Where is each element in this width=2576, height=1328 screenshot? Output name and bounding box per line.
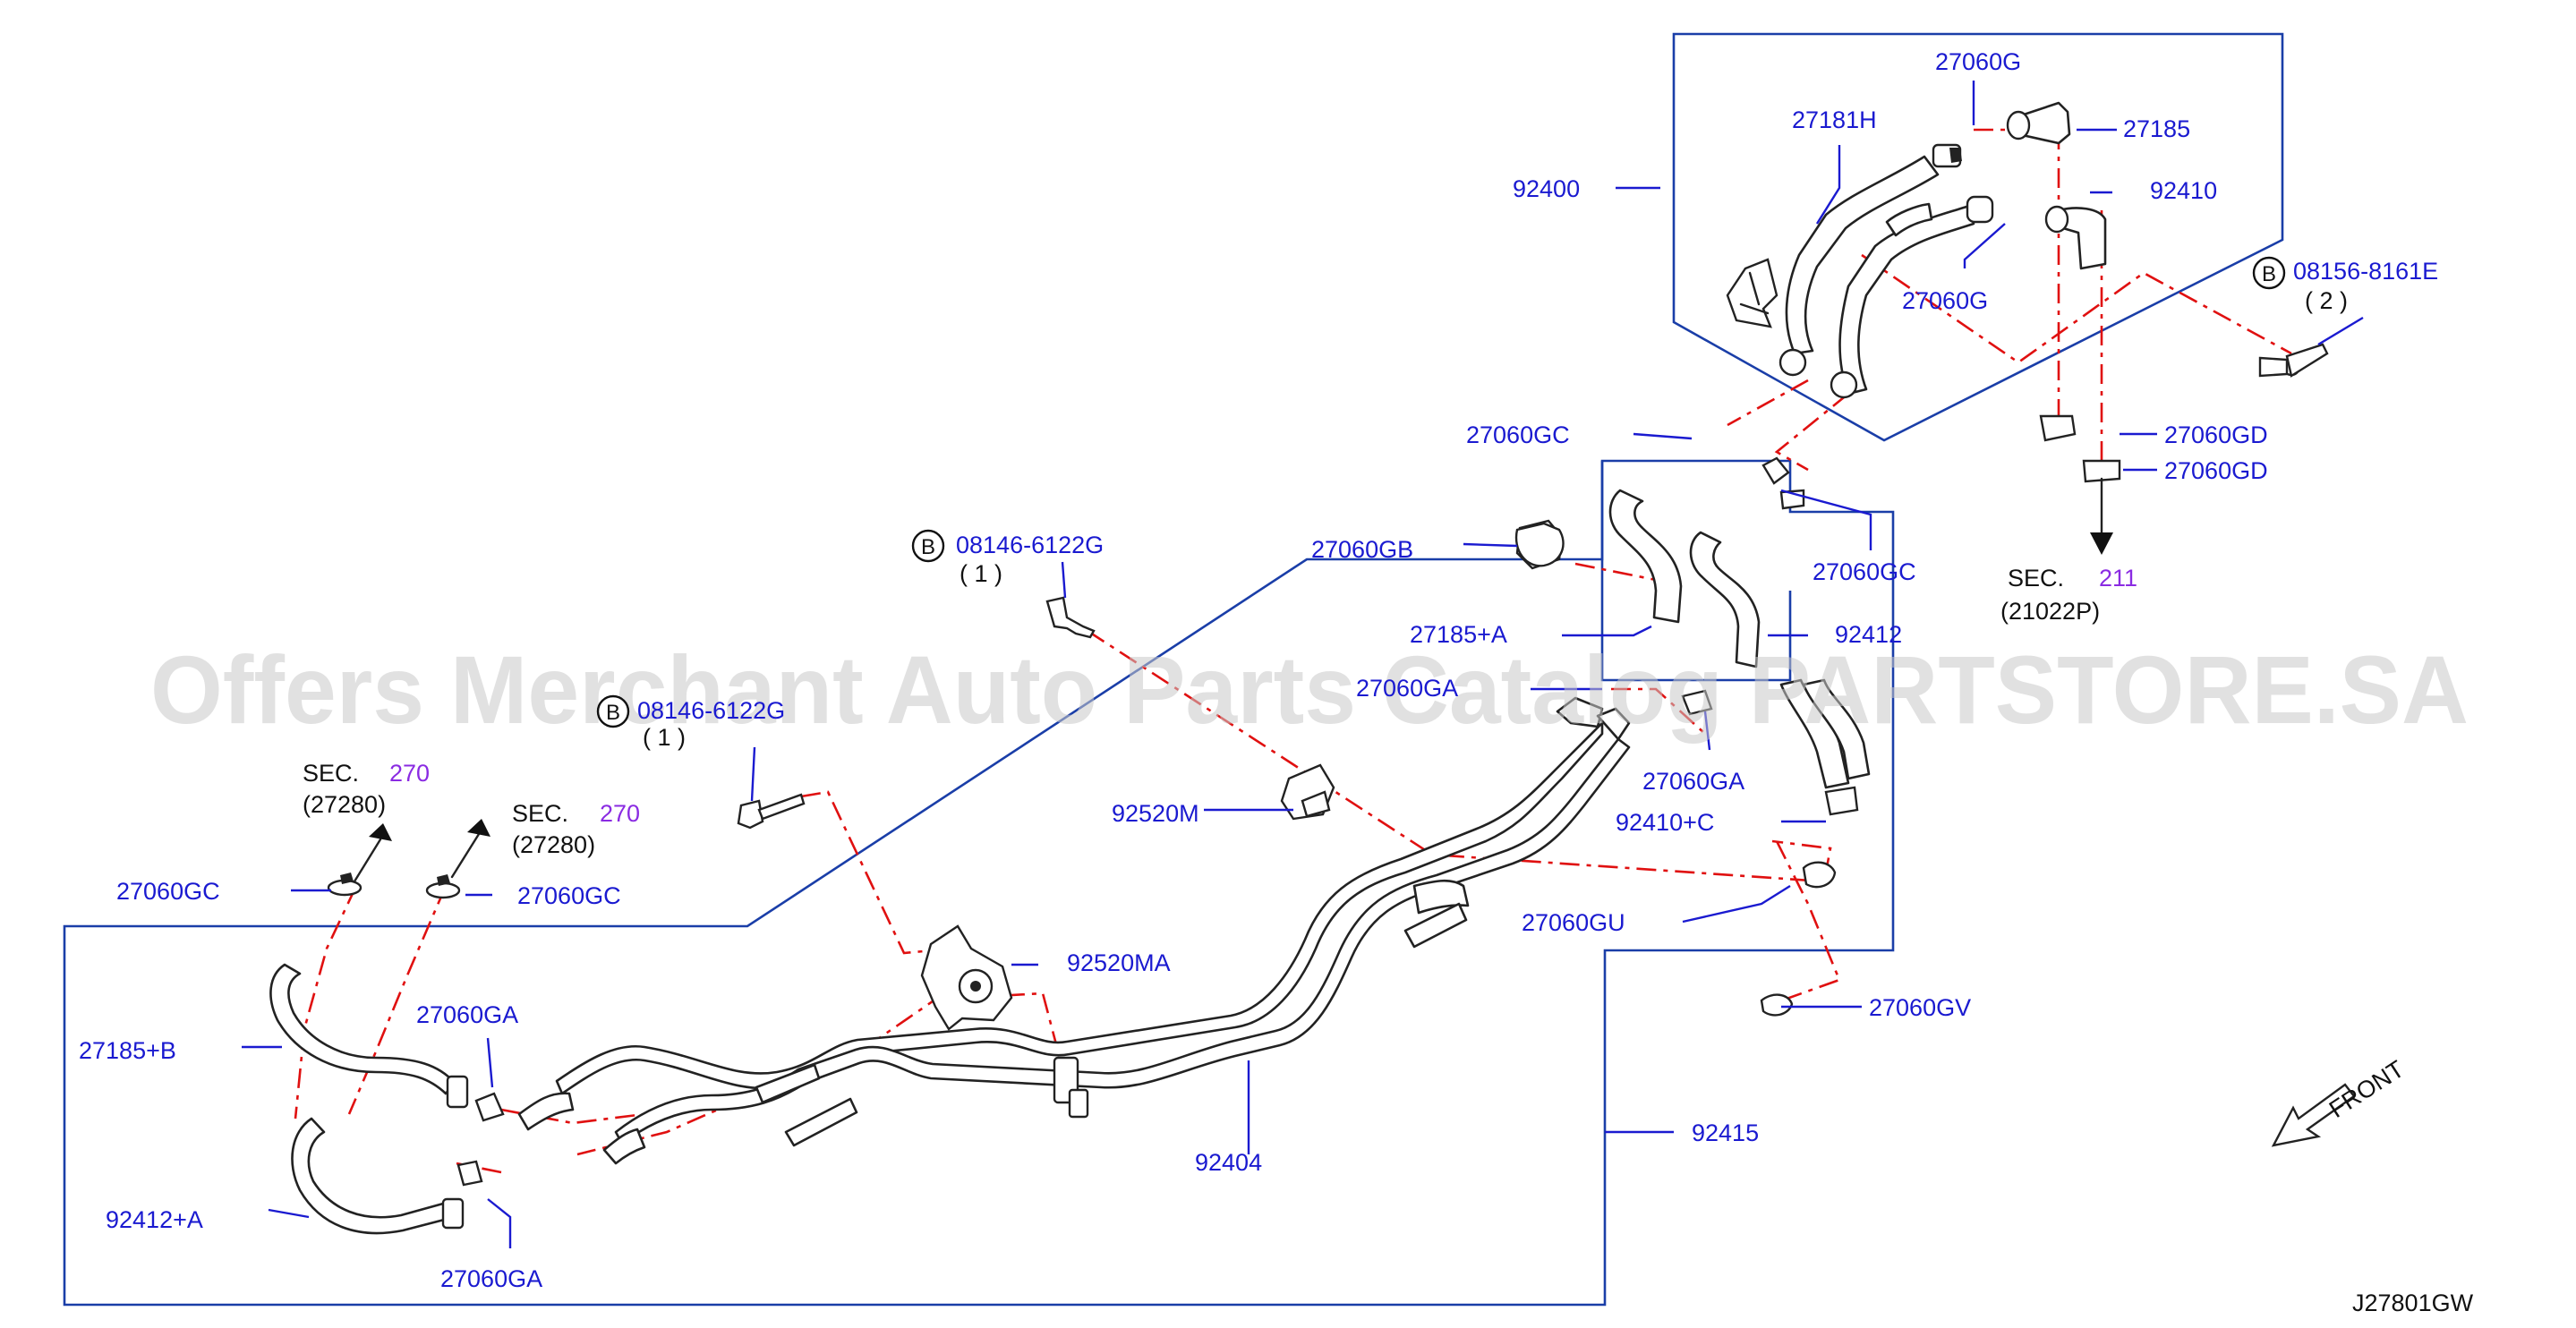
b-circle-6122-upper [911, 529, 945, 563]
label-sec270a-code: (27280) [303, 791, 386, 818]
label-27181h[interactable]: 27181H [1792, 106, 1877, 133]
clamp-27060gb [1514, 522, 1565, 567]
label-27185a[interactable]: 27185+A [1410, 621, 1507, 648]
label-27060gu[interactable]: 27060GU [1522, 909, 1625, 936]
label-27060gv[interactable]: 27060GV [1869, 994, 1971, 1021]
label-92415[interactable]: 92415 [1692, 1119, 1759, 1146]
hose-92404 [517, 696, 1631, 1165]
group-frames [63, 32, 2284, 1307]
bolt-6122-upper [1045, 596, 1096, 639]
bolt-8161 [2285, 343, 2329, 378]
fasteners [737, 343, 2329, 1031]
label-92520ma[interactable]: 92520MA [1067, 949, 1171, 976]
part-labels: 27060G 27181H 27185 92400 92410 27060G B… [79, 48, 2438, 1292]
watermark: Offers Merchant Auto Parts Catalog PARTS… [150, 635, 2469, 744]
label-27060gc-left1[interactable]: 27060GC [116, 878, 220, 905]
label-sec270a-num: 270 [389, 760, 430, 787]
label-sec211-num: 211 [2099, 565, 2137, 592]
direction-arrows [353, 477, 2356, 1147]
hose-92412 [1403, 456, 1871, 1017]
label-sec211-prefix: SEC. [2008, 565, 2064, 592]
label-sec270a-prefix: SEC. [303, 760, 359, 787]
assembly-lines [294, 128, 2292, 1174]
label-27185b[interactable]: 27185+B [79, 1037, 176, 1064]
label-27060ga-right[interactable]: 27060GA [1642, 768, 1744, 795]
label-27060g-mid[interactable]: 27060G [1902, 287, 1988, 314]
b-circle-8161-text: B [2262, 262, 2276, 286]
label-92412a[interactable]: 92412+A [106, 1206, 203, 1233]
hose-92400 [1726, 101, 2301, 483]
leader-lines [242, 81, 2364, 1248]
label-27060g-top[interactable]: 27060G [1935, 48, 2021, 75]
label-sec270b-code: (27280) [512, 831, 595, 858]
label-27060gb[interactable]: 27060GB [1311, 536, 1413, 563]
label-bolt-6122-upper[interactable]: 08146-6122G [956, 532, 1104, 558]
label-bolt-8161[interactable]: 08156-8161E [2293, 258, 2438, 285]
label-27060gd-1[interactable]: 27060GD [2164, 421, 2268, 448]
label-92412[interactable]: 92412 [1835, 621, 1902, 648]
label-92410c[interactable]: 92410+C [1616, 809, 1714, 836]
label-27060gc-left2[interactable]: 27060GC [517, 882, 621, 909]
label-92404[interactable]: 92404 [1195, 1149, 1262, 1176]
b-circle-6122-lower-text: B [606, 701, 620, 725]
b-circle-8161 [2252, 256, 2286, 290]
frame-92400 [1672, 32, 2284, 442]
front-arrow-icon [2271, 1083, 2356, 1147]
label-27060gd-2[interactable]: 27060GD [2164, 457, 2268, 484]
label-27060ga-left[interactable]: 27060GA [416, 1001, 518, 1028]
label-27060ga-bottom[interactable]: 27060GA [440, 1265, 542, 1292]
label-92520m[interactable]: 92520M [1112, 800, 1199, 827]
bolt-6122-lower [737, 799, 764, 830]
label-sec211-code: (21022P) [2000, 598, 2100, 625]
label-92410[interactable]: 92410 [2150, 177, 2217, 204]
b-circle-6122-upper-text: B [921, 535, 935, 559]
label-bolt-6122-lower-qty: ( 1 ) [643, 724, 686, 751]
label-bolt-6122-lower[interactable]: 08146-6122G [637, 697, 785, 724]
label-27060gc-right[interactable]: 27060GC [1813, 558, 1916, 585]
hose-left [269, 873, 505, 1235]
frame-92415 [63, 459, 1895, 1307]
label-bolt-8161-qty: ( 2 ) [2305, 287, 2348, 314]
label-92400[interactable]: 92400 [1513, 175, 1580, 202]
b-circle-6122-lower [596, 694, 630, 728]
diagram-code: J27801GW [2352, 1290, 2474, 1316]
label-27060gc-upper[interactable]: 27060GC [1466, 421, 1570, 448]
label-sec270b-prefix: SEC. [512, 800, 568, 827]
label-27060ga-upper[interactable]: 27060GA [1356, 675, 1458, 702]
label-bolt-6122-upper-qty: ( 1 ) [960, 560, 1002, 587]
label-sec270b-num: 270 [600, 800, 640, 827]
label-27185[interactable]: 27185 [2123, 115, 2190, 142]
